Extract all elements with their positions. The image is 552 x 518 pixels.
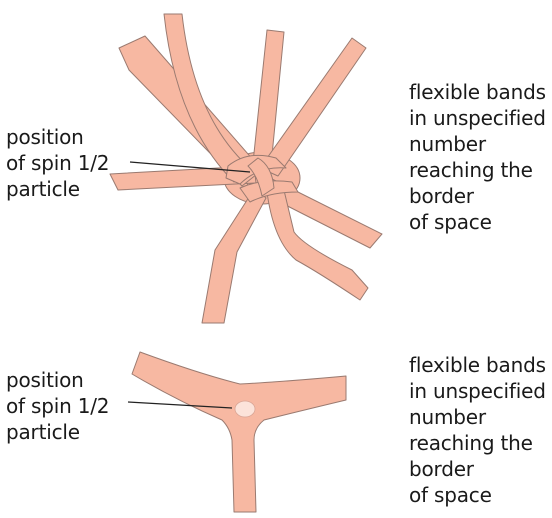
- label-line: in unspecified: [409, 105, 546, 131]
- label-line: number: [409, 404, 546, 430]
- label-line: of space: [409, 209, 546, 235]
- label-line: position: [6, 367, 109, 393]
- label-line: reaching the: [409, 157, 546, 183]
- label-line: border: [409, 183, 546, 209]
- bottom-particle-label: position of spin 1/2 particle: [6, 367, 109, 445]
- band-lower-left: [202, 180, 266, 323]
- bottom-figure: [132, 352, 346, 512]
- label-line: reaching the: [409, 430, 546, 456]
- label-line: of space: [409, 482, 546, 508]
- top-bands-label: flexible bands in unspecified number rea…: [409, 79, 546, 235]
- bottom-bands-label: flexible bands in unspecified number rea…: [409, 352, 546, 508]
- top-particle-label: position of spin 1/2 particle: [6, 124, 109, 202]
- label-line: number: [409, 131, 546, 157]
- label-line: border: [409, 456, 546, 482]
- label-line: of spin 1/2: [6, 150, 109, 176]
- label-line: flexible bands: [409, 79, 546, 105]
- y-junction-band: [132, 352, 346, 512]
- label-line: position: [6, 124, 109, 150]
- label-line: particle: [6, 176, 109, 202]
- label-line: in unspecified: [409, 378, 546, 404]
- label-line: of spin 1/2: [6, 393, 109, 419]
- top-figure: [110, 14, 382, 323]
- band-lower-right: [266, 182, 368, 300]
- label-line: particle: [6, 419, 109, 445]
- spin-particle-marker: [235, 401, 255, 417]
- label-line: flexible bands: [409, 352, 546, 378]
